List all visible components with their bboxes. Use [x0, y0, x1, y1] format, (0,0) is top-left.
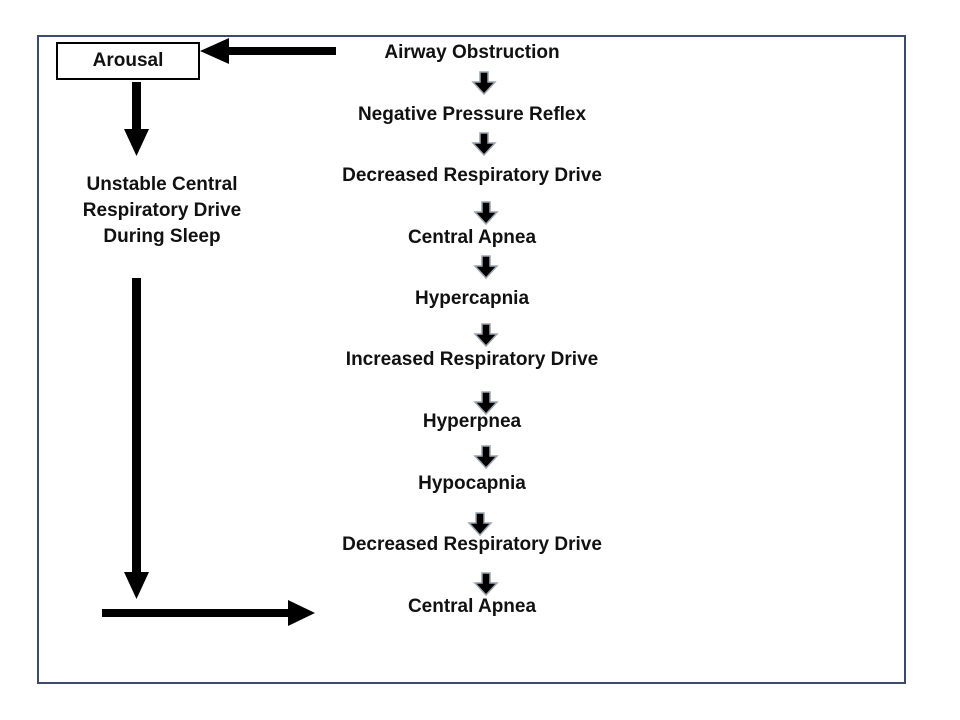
arrow-down-long	[124, 278, 149, 599]
chain-arrow-down-icon	[467, 512, 493, 537]
chain-step-decreased-drive: Decreased Respiratory Drive	[342, 165, 602, 186]
side-label-line: During Sleep	[103, 226, 221, 247]
chain-arrow-down-icon	[471, 71, 497, 96]
arrow-down-arousal	[124, 82, 149, 156]
chain-step-hypocapnia: Hypocapnia	[418, 473, 526, 494]
arrow-left-to-arousal	[200, 38, 336, 64]
chain-step-central-apnea-2: Central Apnea	[407, 596, 537, 617]
chain-step-central-apnea: Central Apnea	[407, 227, 537, 248]
chain-step-airway-obstruction: Airway Obstruction	[384, 42, 560, 63]
chain-arrow-down-icon	[473, 255, 499, 280]
chain-step-hypercapnia: Hypercapnia	[414, 288, 530, 309]
chain-step-decreased-drive-2: Decreased Respiratory Drive	[342, 534, 602, 555]
arousal-label: Arousal	[92, 50, 164, 71]
chain-step-negative-pressure-reflex: Negative Pressure Reflex	[357, 104, 587, 125]
chain-arrow-down-icon	[471, 132, 497, 157]
arrow-right-to-central-apnea	[102, 600, 315, 626]
chain-arrow-down-icon	[473, 201, 499, 226]
chain-step-increased-drive: Increased Respiratory Drive	[345, 349, 599, 370]
chain-arrow-down-icon	[473, 391, 499, 416]
side-label-line: Unstable Central	[86, 174, 238, 195]
arousal-box: Arousal	[56, 42, 200, 80]
chain-step-hyperpnea: Hyperpnea	[422, 411, 522, 432]
unstable-drive-label: Unstable Central Respiratory Drive Durin…	[83, 172, 241, 250]
diagram-frame	[37, 35, 906, 684]
side-label-line: Respiratory Drive	[82, 200, 242, 221]
chain-arrow-down-icon	[473, 323, 499, 348]
chain-arrow-down-icon	[473, 572, 499, 597]
chain-arrow-down-icon	[473, 445, 499, 470]
